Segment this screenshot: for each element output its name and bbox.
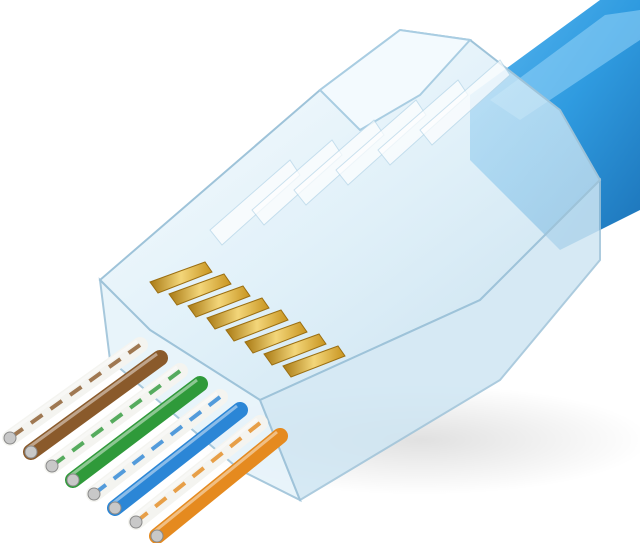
wire-brown — [23, 350, 168, 460]
wire-blue — [107, 402, 248, 516]
gold-contact — [168, 273, 232, 306]
connector-ribs — [209, 59, 511, 246]
connector-latch — [318, 28, 473, 132]
wire-white-blue — [86, 389, 228, 502]
gold-contact — [187, 285, 251, 318]
gold-contact — [263, 333, 327, 366]
wire-green — [65, 376, 208, 488]
connector-body-side — [258, 177, 601, 502]
wire-orange — [149, 428, 288, 543]
gold-contact — [244, 321, 308, 354]
wire-white-brown — [2, 337, 148, 446]
gold-contact — [225, 309, 289, 342]
gold-contact — [149, 261, 213, 294]
wire-white-orange — [128, 415, 268, 530]
gold-contacts — [149, 261, 346, 378]
connector-rib — [419, 59, 511, 146]
wire-white-green — [44, 363, 188, 474]
gold-contact — [282, 345, 346, 378]
gold-contact — [206, 297, 270, 330]
twisted-pair-wires — [2, 337, 288, 543]
